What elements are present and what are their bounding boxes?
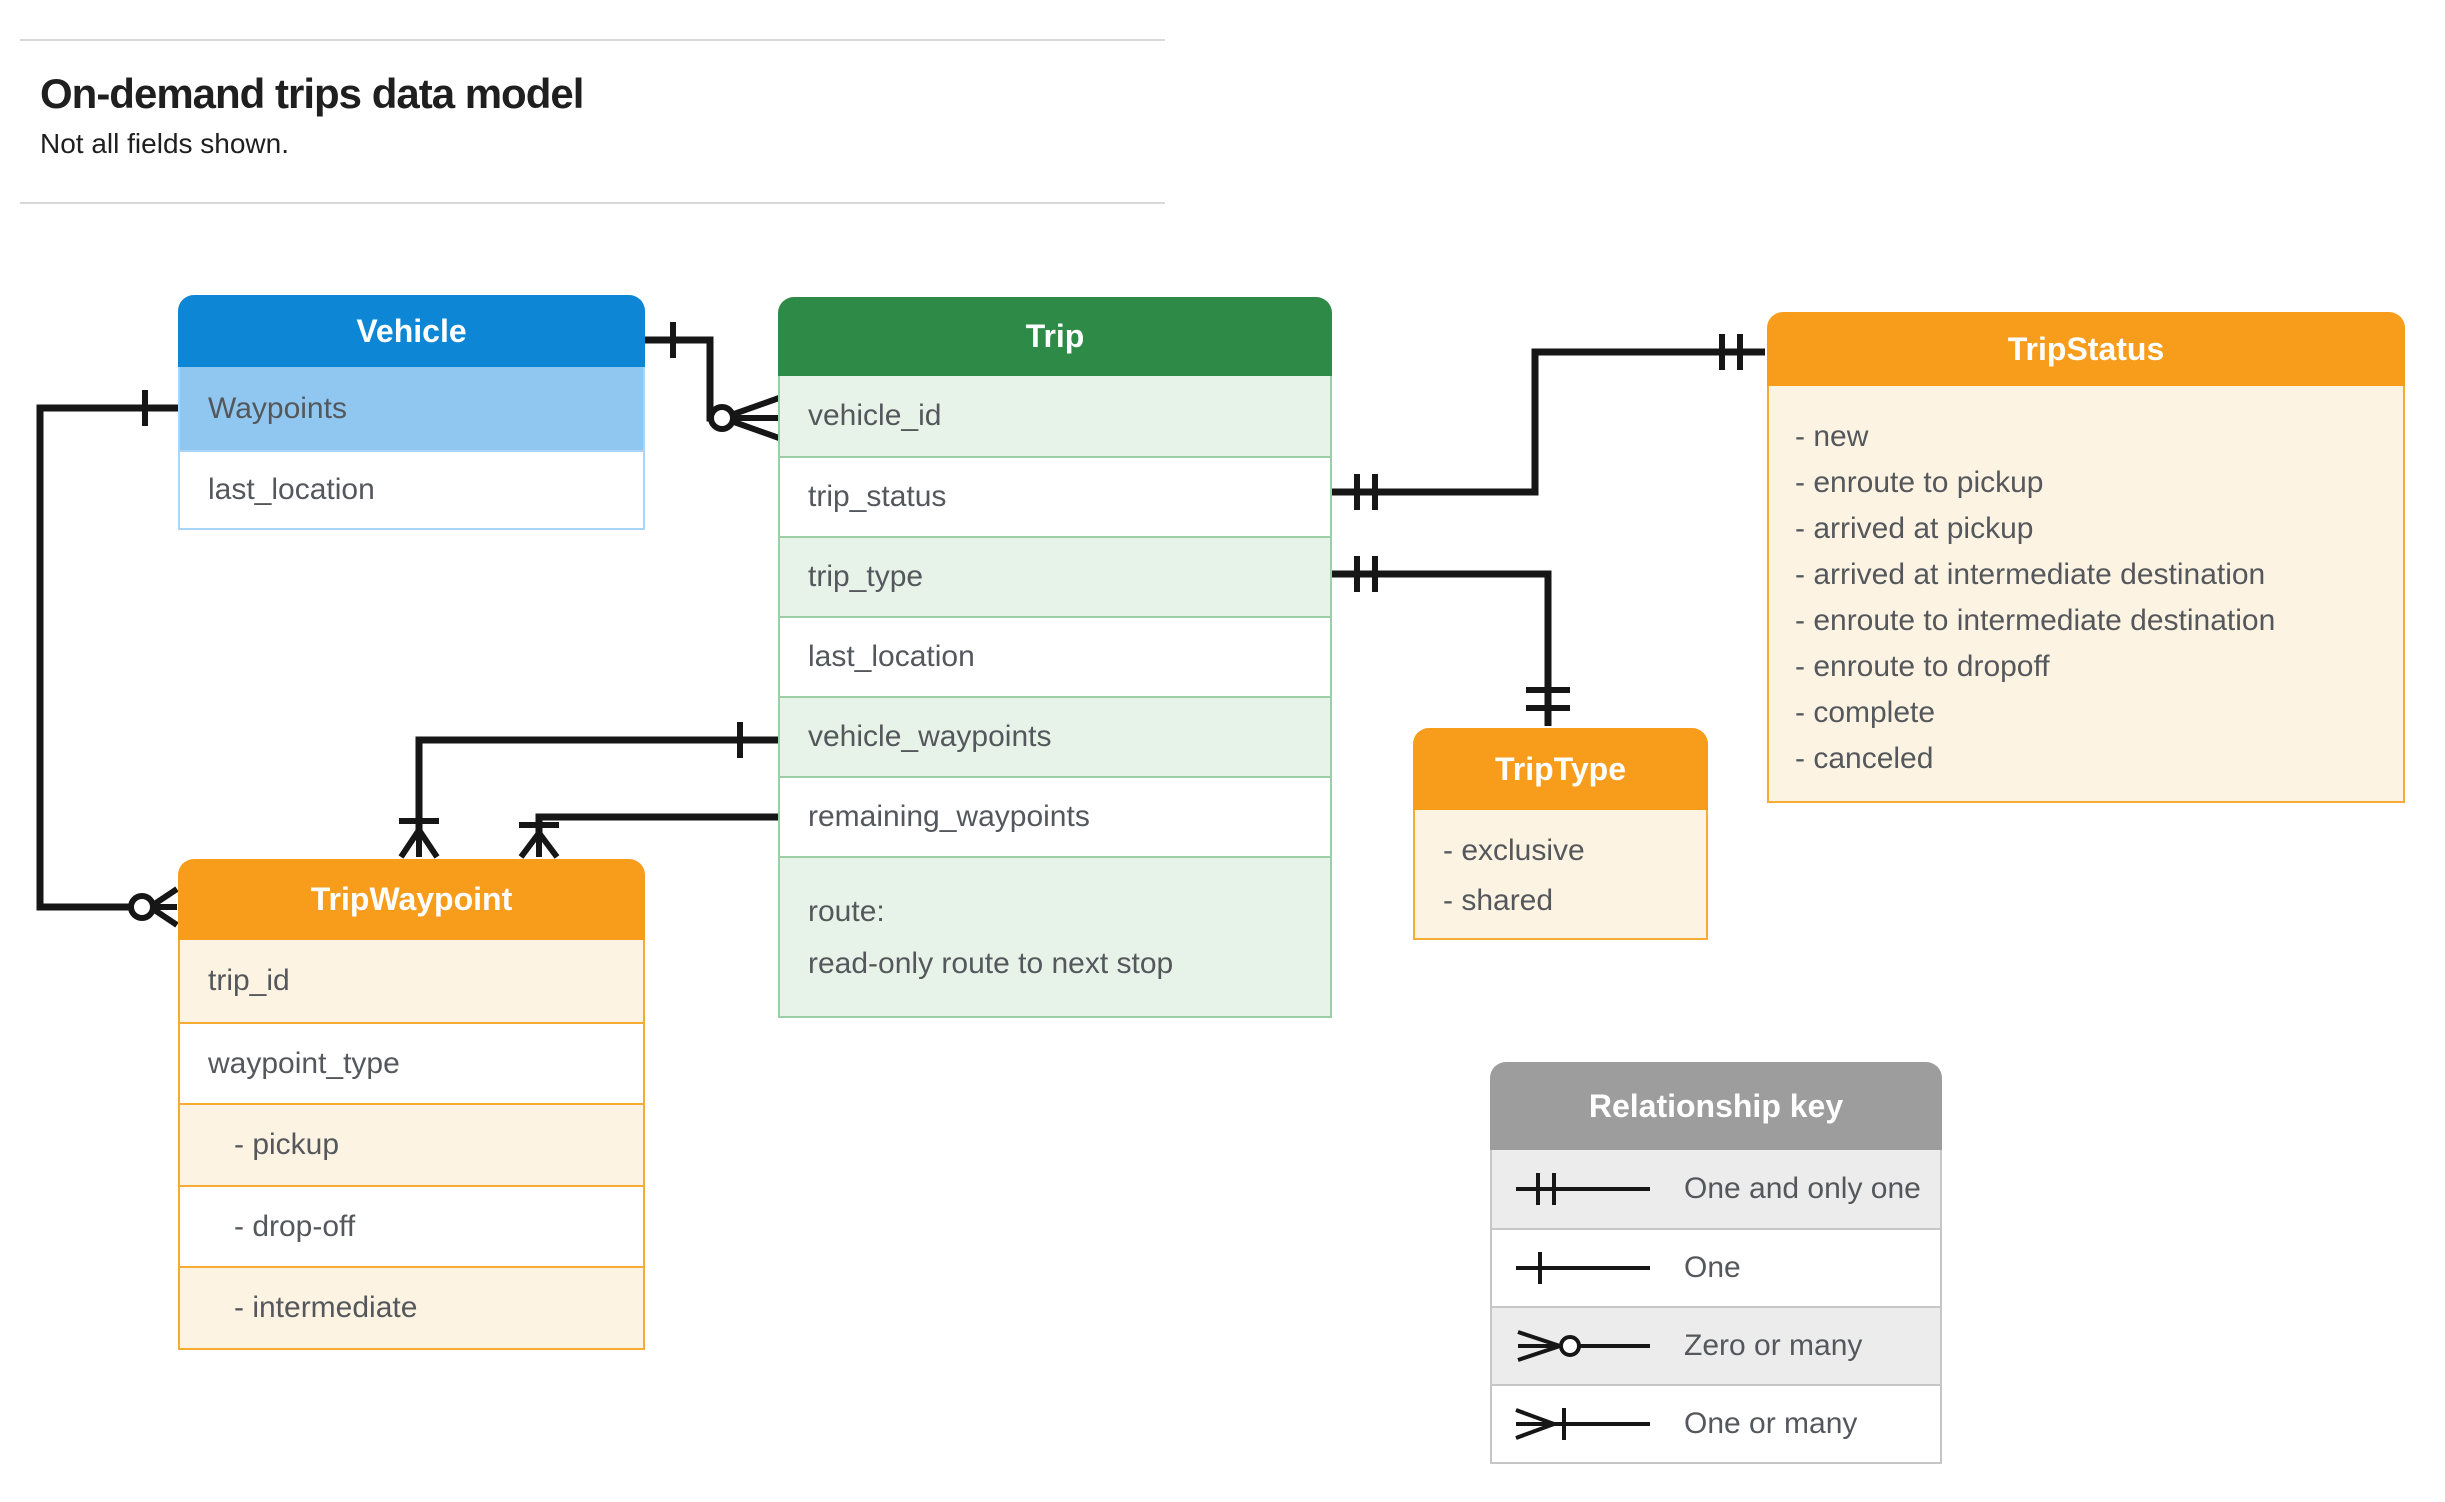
relationship-key-header: Relationship key: [1490, 1062, 1942, 1150]
trip-field-vehicle-waypoints: vehicle_waypoints: [780, 696, 1330, 776]
trip-field-trip-status: trip_status: [780, 456, 1330, 536]
top-divider: [20, 39, 1165, 41]
triptype-value-exclusive: - exclusive: [1443, 834, 1585, 867]
entity-tripwaypoint-header: TripWaypoint: [178, 859, 645, 940]
tripstatus-value-enroute-to-intermediate-destination: - enroute to intermediate destination: [1795, 604, 2276, 637]
tripwaypoint-field-trip-id: trip_id: [180, 940, 643, 1022]
relationship-key-body: One and only one One Zero or many: [1490, 1150, 1942, 1464]
entity-tripwaypoint: TripWaypoint trip_id waypoint_type - pic…: [178, 859, 645, 1350]
page-subtitle: Not all fields shown.: [40, 128, 290, 159]
one-symbol: [1516, 1252, 1650, 1284]
entity-triptype: TripType - exclusive - shared: [1413, 728, 1708, 940]
vehicle-field-last-location: last_location: [180, 450, 643, 528]
trip-field-route: route: read-only route to next stop: [780, 856, 1330, 1016]
legend-label: One: [1684, 1251, 1741, 1284]
tripstatus-value-new: - new: [1795, 420, 1869, 453]
legend-label: Zero or many: [1684, 1329, 1863, 1362]
legend-row-zero-or-many: Zero or many: [1492, 1306, 1940, 1384]
entity-tripstatus: TripStatus - new - enroute to pickup - a…: [1767, 312, 2405, 803]
title-divider: [20, 202, 1165, 204]
tripstatus-value-arrived-at-intermediate-destination: - arrived at intermediate destination: [1795, 558, 2266, 591]
vehicle-field-waypoints: Waypoints: [180, 367, 643, 450]
connector-vehicle-waypoints-field-to-tripwaypoint: [398, 722, 779, 859]
trip-field-remaining-waypoints: remaining_waypoints: [780, 776, 1330, 856]
trip-field-trip-type: trip_type: [780, 536, 1330, 616]
entity-vehicle: Vehicle Waypoints last_location: [178, 295, 645, 530]
tripstatus-value-canceled: - canceled: [1795, 742, 1934, 775]
connector-vehicle-waypoints-to-tripwaypoint: [36, 390, 179, 928]
legend-row-one: One: [1492, 1228, 1940, 1306]
tripstatus-value-arrived-at-pickup: - arrived at pickup: [1795, 512, 2034, 545]
tripwaypoint-field-waypoint-type: waypoint_type: [180, 1022, 643, 1103]
connector-trip-type-to-triptype: [1332, 556, 1570, 726]
entity-triptype-body: - exclusive - shared: [1413, 810, 1708, 940]
connector-trip-status-to-tripstatus: [1332, 334, 1765, 510]
entity-vehicle-body: Waypoints last_location: [178, 367, 645, 530]
tripstatus-value-complete: - complete: [1795, 696, 1936, 729]
connector-vehicle-to-trip: [645, 322, 781, 441]
legend-row-one-or-many: One or many: [1492, 1384, 1940, 1462]
one-or-many-symbol: [1515, 1408, 1650, 1440]
trip-field-last-location: last_location: [780, 616, 1330, 696]
entity-trip-body: vehicle_id trip_status trip_type last_lo…: [778, 376, 1332, 1018]
entity-trip-header: Trip: [778, 297, 1332, 376]
entity-tripstatus-body: - new - enroute to pickup - arrived at p…: [1767, 386, 2405, 803]
entity-tripstatus-header: TripStatus: [1767, 312, 2405, 386]
tripwaypoint-value-drop-off: - drop-off: [180, 1185, 643, 1266]
entity-triptype-header: TripType: [1413, 728, 1708, 810]
entity-tripwaypoint-body: trip_id waypoint_type - pickup - drop-of…: [178, 940, 645, 1350]
page-title: On-demand trips data model: [40, 70, 584, 117]
tripwaypoint-value-intermediate: - intermediate: [180, 1266, 643, 1348]
entity-trip: Trip vehicle_id trip_status trip_type la…: [778, 297, 1332, 1018]
tripstatus-value-enroute-to-pickup: - enroute to pickup: [1795, 466, 2044, 499]
one-and-only-one-symbol: [1516, 1173, 1650, 1205]
entity-vehicle-header: Vehicle: [178, 295, 645, 367]
tripstatus-value-enroute-to-dropoff: - enroute to dropoff: [1795, 650, 2050, 683]
tripwaypoint-value-pickup: - pickup: [180, 1103, 643, 1185]
triptype-value-shared: - shared: [1443, 884, 1554, 917]
legend-row-one-and-only-one: One and only one: [1492, 1150, 1940, 1228]
relationship-key: Relationship key One and only one One: [1490, 1062, 1942, 1464]
connector-remaining-waypoints-field-to-tripwaypoint: [518, 813, 779, 859]
trip-route-line2: read-only route to next stop: [808, 947, 1174, 980]
legend-label: One or many: [1684, 1407, 1858, 1440]
trip-route-line1: route:: [808, 895, 885, 928]
legend-label: One and only one: [1684, 1172, 1921, 1205]
trip-field-vehicle-id: vehicle_id: [780, 376, 1330, 456]
zero-or-many-symbol: [1517, 1330, 1650, 1362]
